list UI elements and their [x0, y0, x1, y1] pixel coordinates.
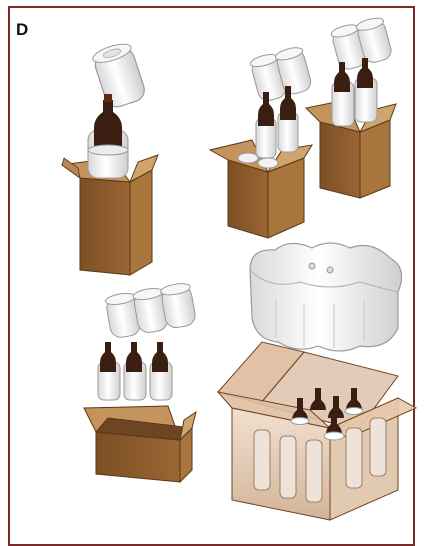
two-bottle-shipper-packed [306, 16, 396, 198]
foam-tray-top [250, 243, 402, 351]
foam-sleeve-top [91, 40, 148, 109]
twelve-bottle-shipper [218, 243, 416, 520]
packaging-illustration [0, 0, 426, 535]
two-bottle-shipper [210, 45, 313, 238]
single-bottle-shipper [62, 40, 158, 275]
three-bottle-shipper [84, 282, 197, 482]
